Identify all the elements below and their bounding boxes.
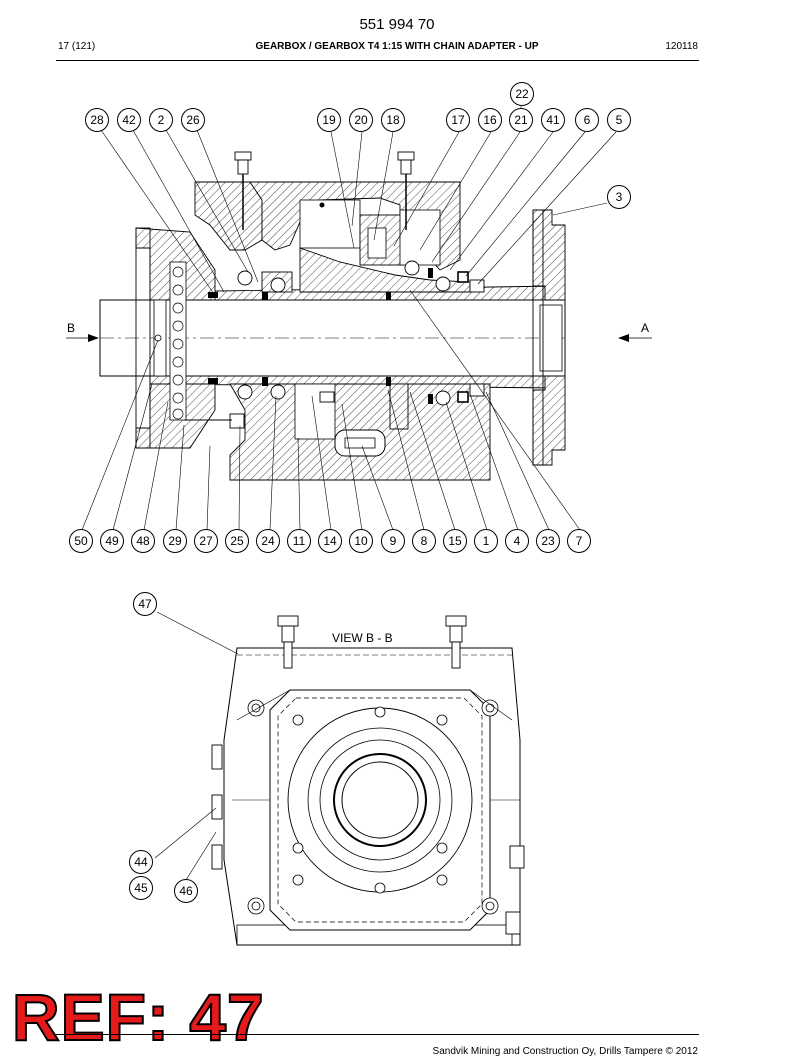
- callout-label: 5: [616, 113, 623, 127]
- callout-20: 20: [349, 108, 373, 132]
- callout-label: 49: [105, 534, 119, 548]
- callout-8: 8: [412, 529, 436, 553]
- callout-label: 4: [514, 534, 521, 548]
- callout-label: 22: [515, 87, 529, 101]
- callout-label: 21: [514, 113, 528, 127]
- callout-25: 25: [225, 529, 249, 553]
- callout-label: 44: [134, 855, 148, 869]
- callout-4: 4: [505, 529, 529, 553]
- callout-label: 11: [293, 534, 306, 548]
- callout-label: 8: [421, 534, 428, 548]
- section-leaders: [81, 106, 617, 531]
- callout-label: 19: [322, 113, 336, 127]
- callout-1: 1: [474, 529, 498, 553]
- callout-15: 15: [443, 529, 467, 553]
- callout-22: 22: [510, 82, 534, 106]
- callout-label: 29: [168, 534, 182, 548]
- callout-label: 6: [584, 113, 591, 127]
- callout-label: 9: [390, 534, 397, 548]
- callout-label: 27: [199, 534, 213, 548]
- callout-label: 41: [546, 113, 560, 127]
- view-title: VIEW B - B: [332, 631, 393, 645]
- callout-42: 42: [117, 108, 141, 132]
- callout-49: 49: [100, 529, 124, 553]
- document-number: 551 994 70: [359, 16, 435, 33]
- callout-label: 2: [158, 113, 165, 127]
- callout-23: 23: [536, 529, 560, 553]
- callout-9: 9: [381, 529, 405, 553]
- callout-44: 44: [129, 850, 153, 874]
- callout-label: 3: [616, 190, 623, 204]
- callout-19: 19: [317, 108, 341, 132]
- callout-label: 26: [186, 113, 200, 127]
- callout-24: 24: [256, 529, 280, 553]
- callout-label: 23: [541, 534, 555, 548]
- callout-2: 2: [149, 108, 173, 132]
- callout-label: 16: [483, 113, 497, 127]
- callout-label: 15: [448, 534, 462, 548]
- callout-6: 6: [575, 108, 599, 132]
- callout-label: 18: [386, 113, 400, 127]
- callout-48: 48: [131, 529, 155, 553]
- callout-label: 17: [451, 113, 465, 127]
- callout-46: 46: [174, 879, 198, 903]
- callout-label: 25: [230, 534, 244, 548]
- callout-16: 16: [478, 108, 502, 132]
- revision-code: 120118: [665, 41, 698, 52]
- callout-18: 18: [381, 108, 405, 132]
- callout-7: 7: [567, 529, 591, 553]
- callout-label: 48: [136, 534, 150, 548]
- ref-label: REF: 47: [11, 980, 265, 1054]
- callout-45: 45: [129, 876, 153, 900]
- section-label-b: B: [67, 321, 75, 335]
- footer-rule: [56, 1034, 699, 1035]
- callout-label: 42: [122, 113, 136, 127]
- callout-label: 20: [354, 113, 368, 127]
- callout-10: 10: [349, 529, 373, 553]
- footer-copyright: Sandvik Mining and Construction Oy, Dril…: [432, 1046, 698, 1057]
- view-leaders: [154, 611, 239, 881]
- callout-label: 10: [354, 534, 368, 548]
- callout-27: 27: [194, 529, 218, 553]
- callout-11: 11: [287, 529, 311, 553]
- page-title: GEARBOX / GEARBOX T4 1:15 WITH CHAIN ADA…: [255, 41, 539, 52]
- callout-3: 3: [607, 185, 631, 209]
- callout-50: 50: [69, 529, 93, 553]
- callout-5: 5: [607, 108, 631, 132]
- callout-28: 28: [85, 108, 109, 132]
- callout-41: 41: [541, 108, 565, 132]
- callout-14: 14: [318, 529, 342, 553]
- callout-label: 46: [179, 884, 193, 898]
- callout-26: 26: [181, 108, 205, 132]
- callout-21: 21: [509, 108, 533, 132]
- page-number: 17 (121): [58, 41, 96, 52]
- callout-label: 50: [74, 534, 88, 548]
- callout-label: 47: [138, 597, 152, 611]
- callout-29: 29: [163, 529, 187, 553]
- callout-label: 1: [483, 534, 490, 548]
- view-bb: VIEW B - B: [211, 615, 525, 946]
- callout-label: 45: [134, 881, 148, 895]
- callout-17: 17: [446, 108, 470, 132]
- section-label-a: A: [641, 321, 649, 335]
- callout-label: 28: [90, 113, 104, 127]
- callout-47: 47: [133, 592, 157, 616]
- header-rule: [56, 60, 699, 61]
- section-view: B A: [66, 151, 652, 481]
- callout-label: 7: [576, 534, 583, 548]
- callout-label: 24: [261, 534, 275, 548]
- callout-label: 14: [323, 534, 337, 548]
